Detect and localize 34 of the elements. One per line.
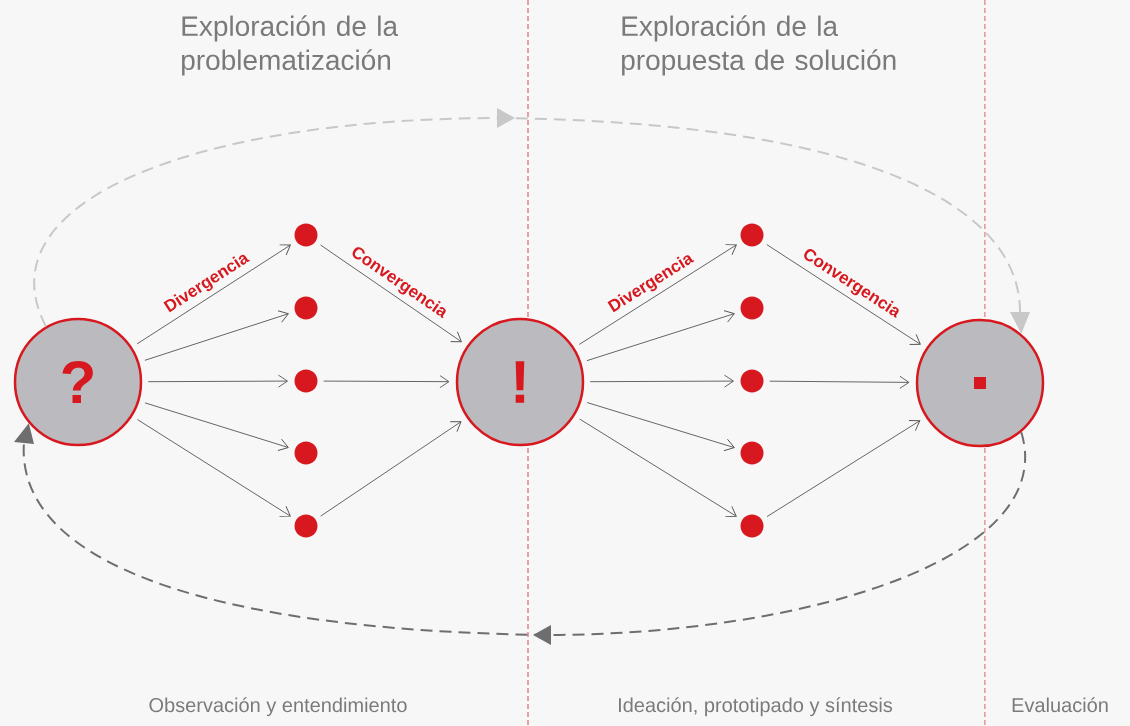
phase-label: Observación y entendimiento [149,697,407,717]
arrow [144,402,289,451]
phase-label: Evaluación [1012,697,1108,713]
dot [740,223,764,247]
arrow [323,375,450,389]
problem-title: Exploración de la problematización [182,15,399,76]
dot [294,296,318,320]
solution-title: Exploración de la propuesta de solución [622,15,896,76]
dot [294,369,318,393]
dot [294,441,318,465]
arrow [578,244,737,345]
dot [294,223,318,247]
arrow [136,419,291,517]
arrow [320,244,462,343]
circle-dot [915,318,1045,448]
dot [740,441,764,465]
arrow [579,418,737,518]
arrow [766,420,921,518]
dot [740,369,764,393]
dashed-arrow [34,108,1030,334]
arrow [769,375,910,389]
arrow [147,374,288,388]
arrow [136,244,291,345]
dot [294,514,318,538]
dashed-arrow [14,423,1026,645]
arrow [320,421,462,517]
arrow [766,244,921,345]
dot [740,296,764,320]
arrow [589,374,734,388]
phase-label: Ideación, prototipado y síntesis [619,697,893,717]
arrow [586,402,735,452]
arrow [586,310,735,362]
dot [740,514,764,538]
arrow [144,310,289,361]
